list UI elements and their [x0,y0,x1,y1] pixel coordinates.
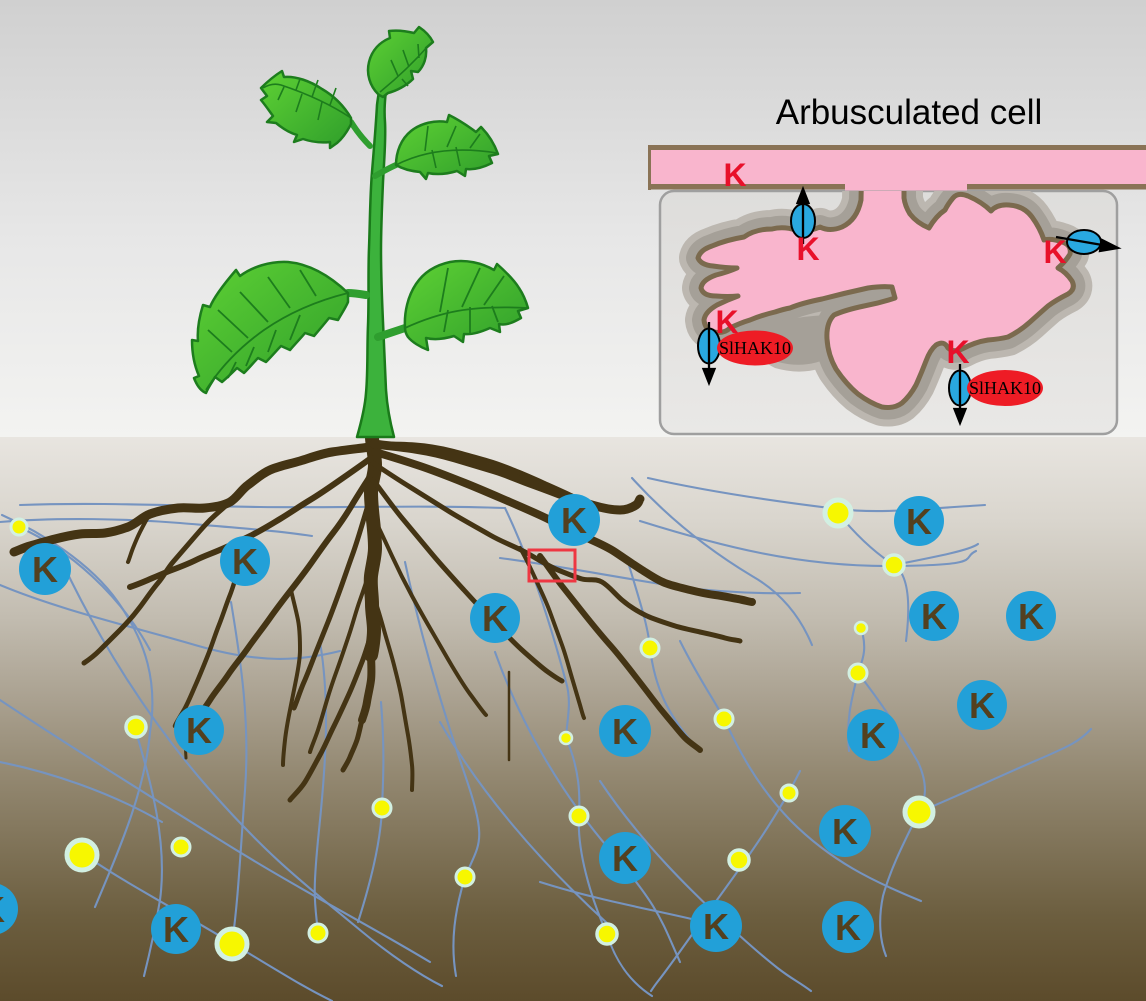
svg-text:K: K [1043,234,1066,270]
svg-text:K: K [186,710,212,751]
svg-text:K: K [860,715,886,756]
svg-text:SlHAK10: SlHAK10 [969,378,1041,398]
svg-text:K: K [946,334,969,370]
svg-text:K: K [969,685,995,726]
svg-text:Arbusculated cell: Arbusculated cell [776,93,1043,132]
svg-text:K: K [715,304,738,340]
svg-text:K: K [561,500,587,541]
svg-text:K: K [232,541,258,582]
svg-text:K: K [832,811,858,852]
svg-text:K: K [835,907,861,948]
svg-text:K: K [612,711,638,752]
svg-text:K: K [32,549,58,590]
svg-text:K: K [612,838,638,879]
svg-text:K: K [796,231,819,267]
svg-text:K: K [163,909,189,950]
svg-text:K: K [703,906,729,947]
svg-text:SlHAK10: SlHAK10 [719,338,791,358]
svg-text:K: K [906,501,932,542]
svg-text:K: K [0,889,5,930]
svg-text:K: K [921,596,947,637]
svg-text:K: K [723,157,746,193]
svg-text:K: K [482,598,508,639]
svg-text:K: K [1018,596,1044,637]
